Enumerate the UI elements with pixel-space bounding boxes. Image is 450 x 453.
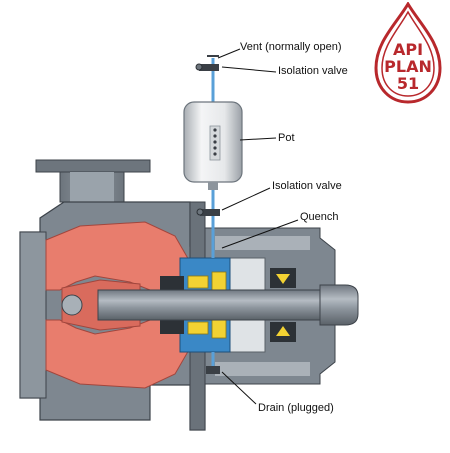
discharge-nozzle [35,159,151,203]
shaft [61,284,359,326]
vent-line [195,55,219,102]
label-vent: Vent (normally open) [240,41,342,53]
label-drain: Drain (plugged) [258,402,334,414]
logo-line-2: PLAN [384,57,432,76]
quench-line [196,190,220,258]
bearing [270,268,296,342]
pot [183,101,243,190]
api-plan-logo: API PLAN 51 [370,1,446,106]
drain-plug [206,352,220,374]
leader-lines [217,48,299,405]
logo-line-1: API [392,40,424,59]
drop-icon [374,1,442,104]
label-pot: Pot [278,132,295,144]
label-quench: Quench [300,211,339,223]
label-isolation-valve-top: Isolation valve [278,65,348,77]
label-isolation-valve-bottom: Isolation valve [272,180,342,192]
mechanical-seal [160,257,231,353]
logo-line-3: 51 [396,74,420,93]
